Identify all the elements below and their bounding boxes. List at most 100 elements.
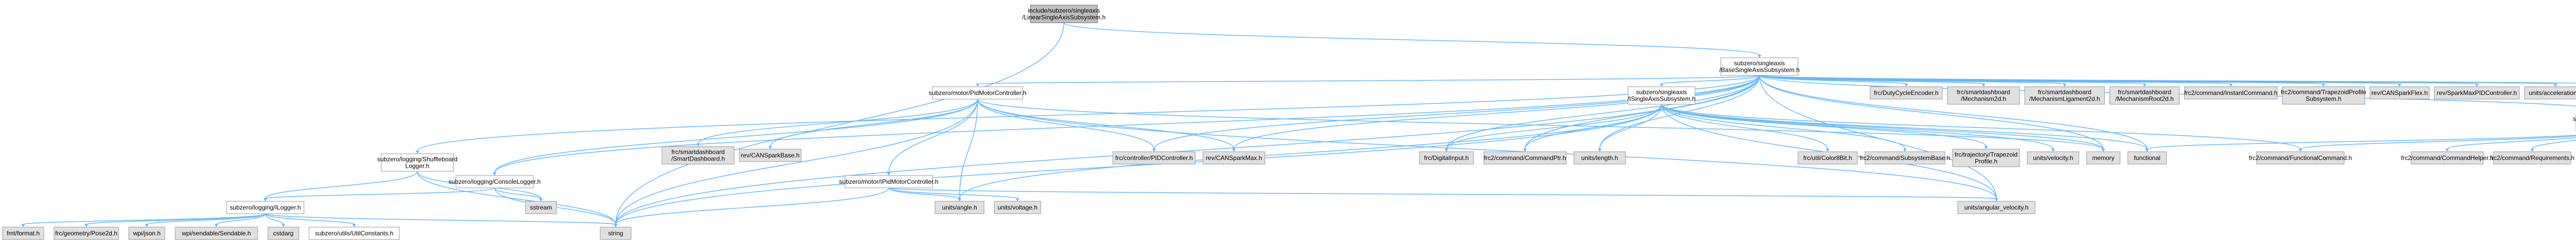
edge-logger-to-pose2d xyxy=(86,213,266,225)
node-box xyxy=(1419,151,1474,165)
edge-isingle-to-ulength xyxy=(1599,104,1662,150)
node-box xyxy=(2027,151,2079,165)
node-box xyxy=(1628,86,1696,105)
node-funccmd: frc2/command/FunctionalCommand.h xyxy=(2249,151,2352,165)
node-label: /MechanismRoot2d.h xyxy=(2115,95,2174,103)
node-label: subzero/logging/Shuffleboard xyxy=(377,156,457,163)
node-box xyxy=(2024,86,2105,105)
node-label: units/voltage.h xyxy=(997,204,1037,211)
node-root[interactable]: include/subzero/singleaxis/LinearSingleA… xyxy=(1022,5,1106,23)
edge-arrowhead xyxy=(1826,149,1829,152)
node-simplecmd[interactable]: subzero/frc2/command/SimplyCommand.h xyxy=(2573,113,2576,132)
node-label: units/angular_velocity.h xyxy=(1964,204,2029,211)
node-box xyxy=(2184,86,2278,100)
node-label: rev/CANSparkFlex.h xyxy=(2371,89,2428,97)
node-ipidmotor[interactable]: subzero/motor/IPidMotorController.h xyxy=(839,175,939,188)
node-label: wpi/sendable/Sendable.h xyxy=(181,230,251,237)
edge-arrowhead xyxy=(1445,149,1448,152)
edge-arrowhead xyxy=(1523,149,1527,152)
node-uangaccel: units/angular_acceleration.h xyxy=(2575,89,2576,97)
edge-logger-to-sendable xyxy=(216,213,266,225)
node-dutycycle: frc/DutyCycleEncoder.h xyxy=(1870,86,1943,100)
edge-isingle-to-string xyxy=(615,104,1662,225)
edge-base-to-shuffle xyxy=(417,75,1760,152)
edge-arrowhead xyxy=(2143,84,2146,87)
edge-pidmotor-to-ipidmotor xyxy=(888,99,978,173)
edge-arrowhead xyxy=(2051,149,2055,152)
node-box xyxy=(2369,86,2430,100)
edge-base-to-isingle xyxy=(1661,75,1760,85)
node-box xyxy=(844,175,933,188)
node-trapprofile: frc/trajectory/TrapezoidProfile.h xyxy=(1952,149,2020,167)
edge-base-to-simplecmd xyxy=(1759,75,2576,107)
node-label: subzero/logging/ConsoleLogger.h xyxy=(449,178,541,185)
node-box xyxy=(381,153,454,172)
node-logger[interactable]: subzero/logging/ILogger.h xyxy=(226,201,304,214)
edge-base-to-ulength xyxy=(1599,75,1760,150)
node-box xyxy=(1952,149,2020,167)
edge-pidmotor-to-uangle xyxy=(959,99,978,199)
node-label: memory xyxy=(2092,154,2114,162)
edge-arrowhead xyxy=(2398,84,2401,87)
node-box xyxy=(2493,151,2571,165)
edge-arrowhead xyxy=(2445,149,2449,152)
node-box xyxy=(2109,86,2180,105)
node-label: rev/CANSparkBase.h xyxy=(741,152,800,159)
node-label: subzero/motor/PidMotorController.h xyxy=(929,89,1026,97)
node-ulength: units/length.h xyxy=(1573,151,1626,165)
edge-base-to-memory xyxy=(1759,75,2104,150)
edge-arrowhead xyxy=(768,146,772,149)
node-layer: include/subzero/singleaxis/LinearSingleA… xyxy=(2,5,2576,240)
node-label: frc2/command/FunctionalCommand.h xyxy=(2249,154,2352,162)
node-label: subzero/motor/IPidMotorController.h xyxy=(839,178,939,185)
node-label: Subsystem.h xyxy=(2306,95,2341,103)
edge-ipidmotor-to-uvoltage xyxy=(888,187,1018,199)
edge-base-to-dutycycle xyxy=(1759,75,1907,85)
edge-isingle-to-cmdptr xyxy=(1524,104,1662,150)
edge-base-to-pidctl xyxy=(1154,75,1760,150)
node-pidmotor[interactable]: subzero/motor/PidMotorController.h xyxy=(929,86,1026,100)
edge-ipidmotor-to-string xyxy=(615,187,889,225)
edge-arrowhead xyxy=(1232,149,1236,152)
edge-shuffle-to-logger xyxy=(265,171,418,199)
edge-isingle-to-funccmd xyxy=(1661,104,2301,150)
edge-consolelog-to-sstream xyxy=(494,187,541,199)
node-label: subzero/logging/ILogger.h xyxy=(230,204,301,211)
edge-arrowhead xyxy=(696,143,700,147)
node-functional: functional xyxy=(2127,151,2167,165)
edge-isingle-to-colorbit xyxy=(1661,104,1828,150)
node-box xyxy=(662,146,735,165)
node-consolelog[interactable]: subzero/logging/ConsoleLogger.h xyxy=(449,175,541,188)
edge-arrowhead xyxy=(1757,55,1761,58)
node-base[interactable]: subzero/singleaxis/BaseSingleAxisSubsyst… xyxy=(1719,57,1800,76)
node-box xyxy=(1957,201,2036,214)
edge-isingle-to-uvelocity xyxy=(1661,104,2054,150)
edge-simplecmd-to-funccmd xyxy=(2300,135,2576,150)
node-subsysbase: frc2/command/SubsystemBase.h xyxy=(1859,151,1951,165)
node-box xyxy=(1870,86,1943,100)
node-box xyxy=(309,227,400,240)
node-label: /SmartDashboard.h xyxy=(671,155,725,163)
node-uvelocity: units/velocity.h xyxy=(2027,151,2079,165)
edge-arrowhead xyxy=(145,224,149,227)
node-box xyxy=(1112,151,1196,165)
edge-arrowhead xyxy=(415,151,419,154)
edge-arrowhead xyxy=(1598,149,1602,152)
edge-arrowhead xyxy=(2229,84,2233,87)
node-label: /LinearSingleAxisSubsystem.h xyxy=(1022,14,1106,21)
edge-isingle-to-functional xyxy=(1661,104,2148,150)
edge-arrowhead xyxy=(539,198,543,201)
edge-base-to-uangaccel xyxy=(1759,75,2576,84)
node-isingle[interactable]: subzero/singleaxis/ISingleAxisSubsystem.… xyxy=(1628,86,1696,105)
edge-arrowhead xyxy=(2553,84,2557,87)
edge-simplecmd-to-functional xyxy=(2146,135,2576,150)
node-sparkbase: rev/CANSparkBase.h xyxy=(739,149,802,162)
node-utilconst[interactable]: subzero/utils/UtilConstants.h xyxy=(309,227,400,240)
edge-arrowhead xyxy=(263,198,267,201)
edge-isingle-to-digitalin xyxy=(1446,104,1662,150)
node-box xyxy=(175,227,258,240)
node-label: Profile.h xyxy=(1975,158,1997,165)
node-label: wpi/json.h xyxy=(132,230,160,237)
